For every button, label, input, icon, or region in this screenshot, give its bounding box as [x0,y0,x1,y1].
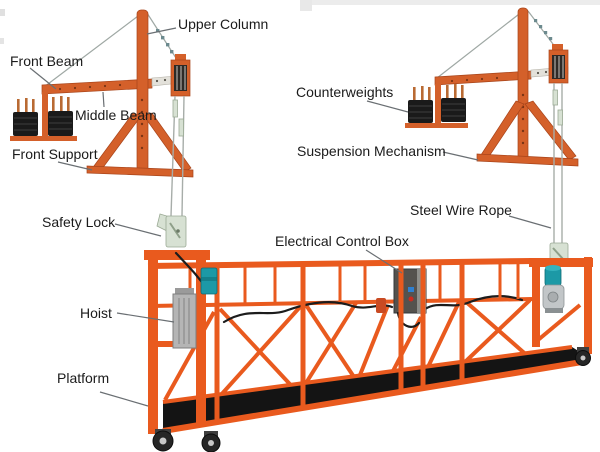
rear-tie-rope [43,12,143,88]
red-button [408,296,414,302]
counterweight-hanger [42,92,48,136]
front-beam-right [434,70,532,86]
leader-counterweights [366,100,409,113]
suspension-mechanism-triangle [476,100,579,167]
counterweights-right [405,84,468,128]
leader-safety-lock [114,223,162,237]
leader-front-support [57,161,93,171]
bottom-chord [162,358,589,434]
leader-electrical-control-box [365,249,403,274]
hoist [172,288,197,349]
suspension-tip-pulley-right [548,44,569,84]
steel-wire-ropes-left [170,95,185,217]
label-middle-beam: Middle Beam [75,107,157,123]
label-suspension-mechanism: Suspension Mechanism [297,143,446,159]
label-hoist: Hoist [80,305,112,321]
leader-suspension-mechanism [442,151,479,161]
rope-turnbuckle [552,89,558,106]
upper-column-right [517,7,529,161]
column-holes [140,98,144,150]
rear-tie-rope [436,10,524,79]
leader-lines [29,27,552,407]
platform [144,250,593,452]
red-canister [376,298,386,313]
label-safety-lock: Safety Lock [42,214,116,230]
label-counterweights: Counterweights [296,84,394,100]
rope-turnbuckle [178,118,184,137]
deck-edge [162,345,573,404]
counterweights-left [10,96,77,141]
top-rail [147,258,533,269]
right-suspension-rig [405,7,579,266]
leader-platform [99,391,149,407]
label-electrical-control-box: Electrical Control Box [275,233,409,249]
leader-hoist [116,312,175,323]
gate-posts [398,262,426,392]
label-platform: Platform [57,370,110,386]
power-cable [222,301,394,324]
counterweight-tray-right [405,123,468,128]
leader-front-beam [29,67,57,90]
counterweight-hanger-right [435,84,441,123]
platform-deck [163,347,588,430]
power-cable [423,295,524,311]
label-upper-column: Upper Column [178,16,269,32]
left-suspension-rig [10,9,194,178]
leader-upper-column [146,27,177,35]
rope-clamps [534,19,553,41]
right-stirrup [529,257,593,354]
rope-turnbuckle [172,99,178,118]
background-artifacts [0,0,600,44]
rope-turnbuckle [557,109,563,126]
leader-middle-beam [102,91,105,108]
blue-button [408,287,414,292]
label-steel-wire-rope: Steel Wire Rope [410,202,512,218]
front-beam [41,78,153,95]
front-tie-rope [527,10,557,49]
column-holes [521,93,525,145]
caster-wheels [152,347,591,452]
suspension-tip-pulley [170,54,191,97]
rope-clamps [156,29,174,54]
label-front-beam: Front Beam [10,53,84,69]
safety-lock-left [156,213,187,248]
hoist-motor-left [200,267,218,295]
leader-steel-wire-rope [508,215,552,229]
steel-wire-ropes-right [552,83,563,244]
hoist-motor-right [542,265,565,313]
counterweight-tray [10,136,77,141]
label-front-support: Front Support [12,146,98,162]
front-support [86,112,194,178]
